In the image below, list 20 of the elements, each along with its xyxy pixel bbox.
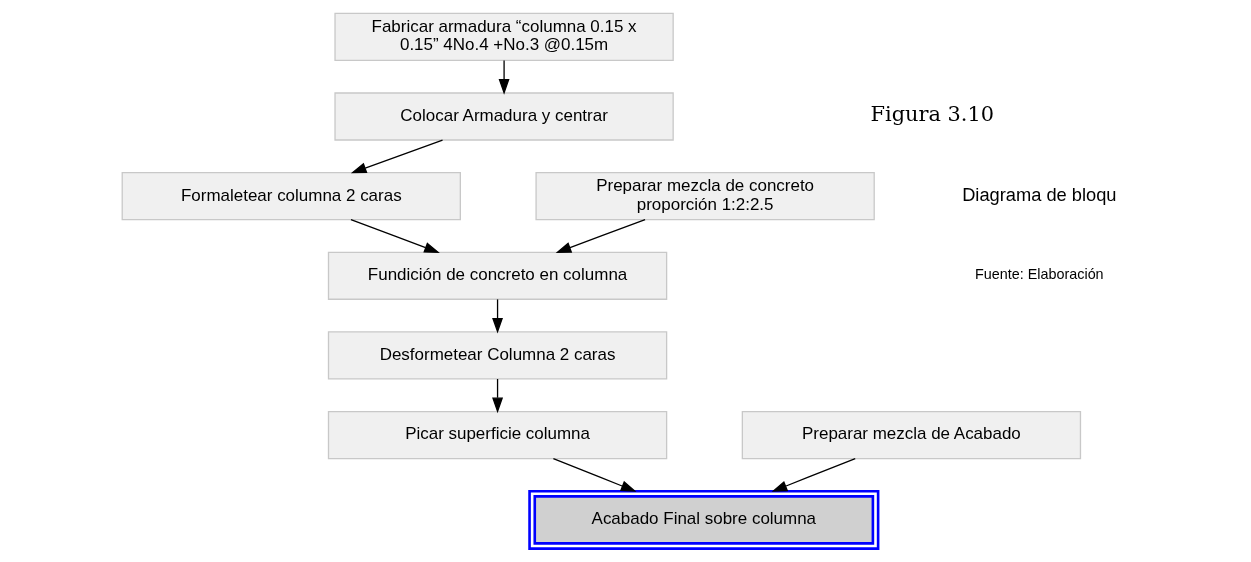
arrow xyxy=(555,219,646,253)
node-box: Acabado Final sobre columna xyxy=(528,489,880,550)
label: Figura 3.10 xyxy=(870,102,995,127)
node-box: Preparar mezcla de concreto proporción 1:2:2.5 xyxy=(535,172,875,221)
node-box: Fabricar armadura “columna 0.15 x 0.15” 4No.4 +No.3 @0.15m xyxy=(334,12,674,62)
node-box: Desformetear Columna 2 caras xyxy=(327,331,668,380)
arrow xyxy=(492,378,504,414)
node-box: Picar superficie columna xyxy=(327,410,668,460)
arrow xyxy=(350,219,440,253)
arrow xyxy=(552,457,637,492)
label: Fuente: Elaboración xyxy=(975,266,1104,283)
arrow xyxy=(771,457,856,492)
arrow xyxy=(492,298,504,334)
node-box: Preparar mezcla de Acabado xyxy=(741,410,1082,460)
arrow xyxy=(498,59,510,95)
label: Diagrama de bloqu xyxy=(962,183,1117,205)
node-box: Fundición de concreto en columna xyxy=(327,251,668,300)
node-box: Formaletear columna 2 caras xyxy=(121,172,461,221)
node-box: Colocar Armadura y centrar xyxy=(334,92,674,141)
arrow xyxy=(350,139,444,174)
